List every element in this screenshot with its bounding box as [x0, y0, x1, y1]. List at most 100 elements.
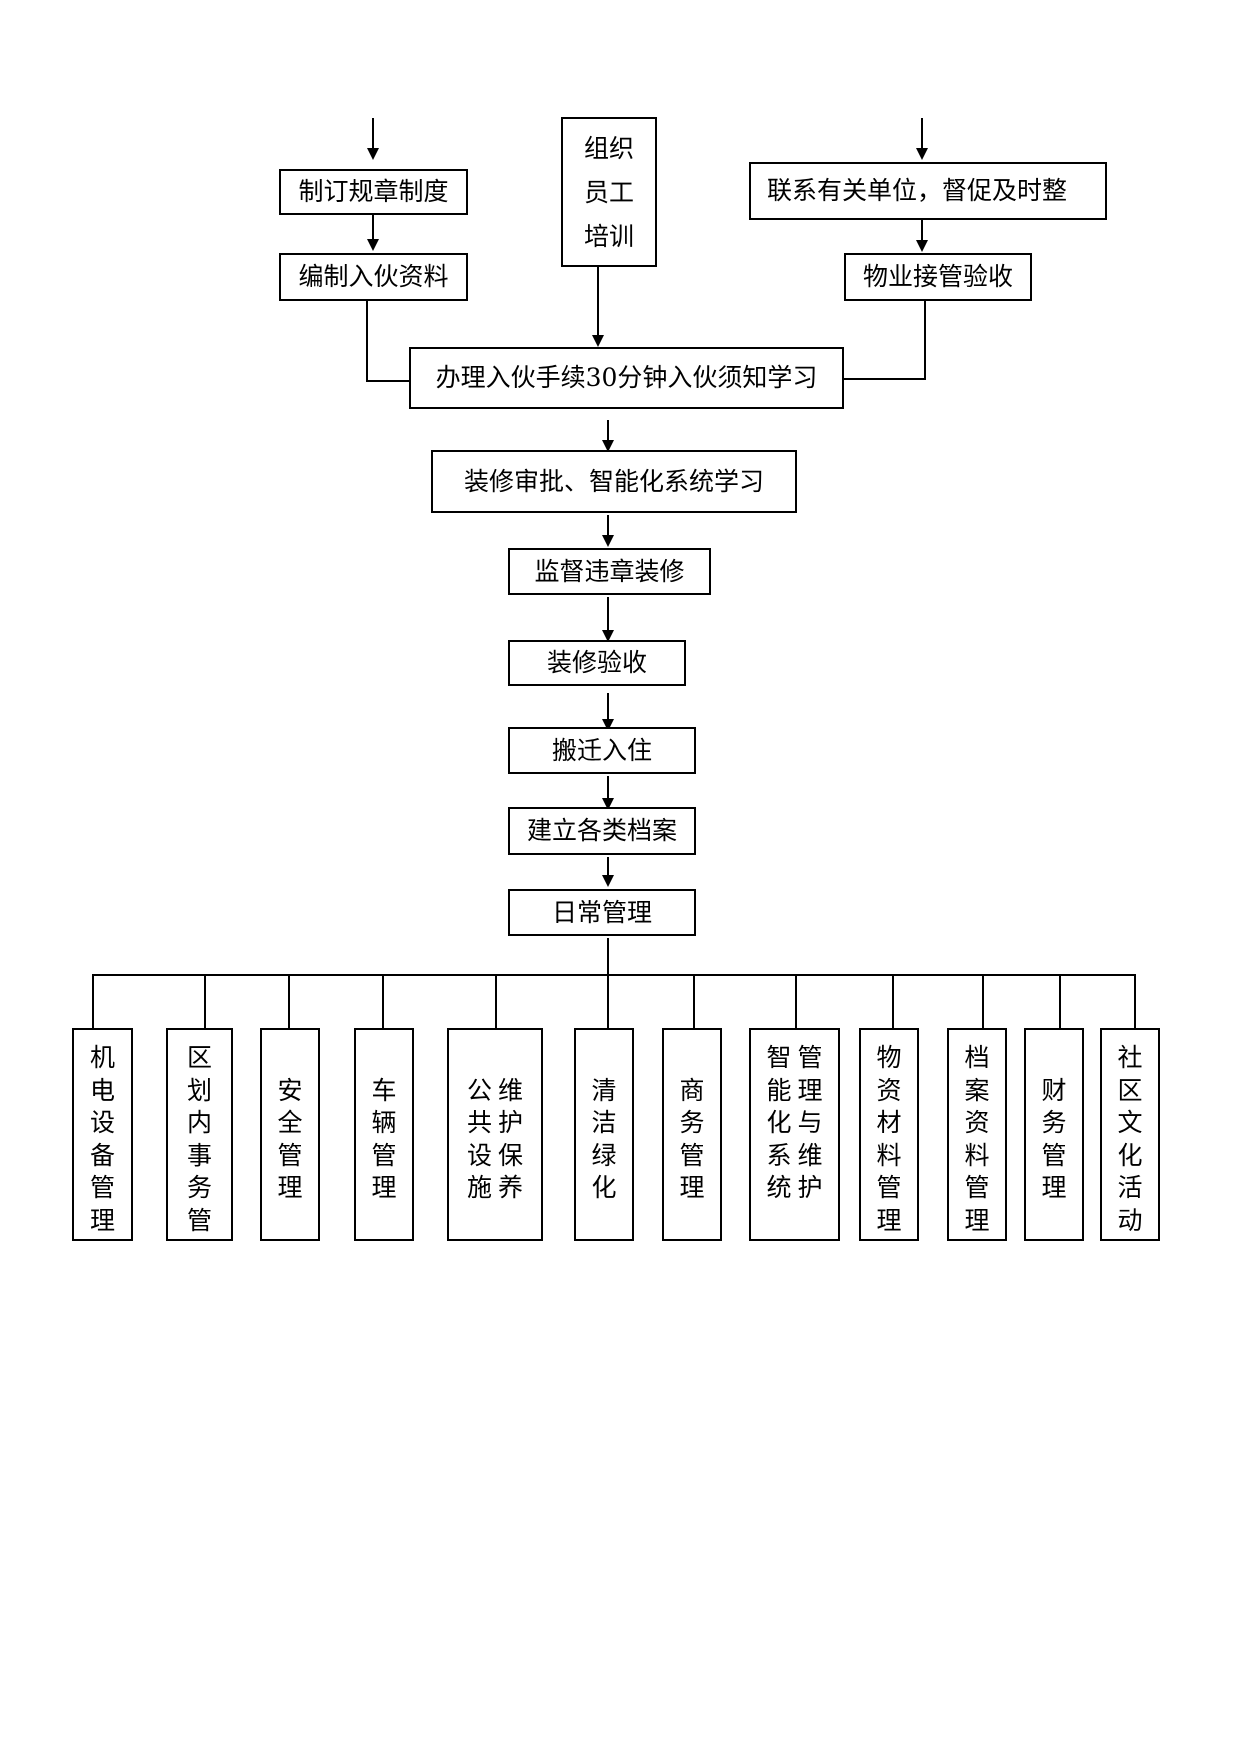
- branch-char: 社: [1117, 1043, 1143, 1072]
- branch-char: 理: [797, 1075, 823, 1105]
- arrow-head: [367, 148, 379, 160]
- connector: [607, 515, 609, 535]
- step-renovation-approval: 装修审批、智能化系统学习: [431, 450, 797, 513]
- branch-char: 理: [277, 1173, 303, 1202]
- branch-text-column: 商务管理: [679, 1042, 704, 1205]
- branch-char: 护: [498, 1108, 524, 1137]
- branch-char: 管: [1041, 1140, 1067, 1170]
- branch-char: 商: [679, 1075, 705, 1105]
- branch-char: 物: [876, 1043, 902, 1072]
- branch-char: 材: [876, 1108, 902, 1137]
- branch-char: 辆: [371, 1108, 397, 1137]
- staff-training-line: 培训: [583, 222, 634, 251]
- arrow-head: [602, 440, 614, 452]
- connector: [924, 299, 926, 379]
- branch-char: 资: [964, 1108, 990, 1137]
- branch-bus: [92, 974, 1136, 976]
- branch-char: 统: [766, 1173, 792, 1202]
- connector: [693, 974, 695, 1031]
- branch-box-district-affairs: 区划内事务管: [166, 1028, 233, 1241]
- step-build-archives: 建立各类档案: [508, 807, 696, 855]
- branch-char: 机: [89, 1043, 115, 1072]
- step-monitor-renovation: 监督违章装修: [508, 548, 711, 595]
- connector: [982, 974, 984, 1031]
- connector: [366, 380, 411, 382]
- connector: [1134, 974, 1136, 1031]
- step-move-in: 搬迁入住: [508, 727, 696, 774]
- connector: [921, 118, 923, 148]
- branch-text-column: 维护保养: [498, 1042, 523, 1205]
- arrow-head: [602, 535, 614, 547]
- branch-char: 管: [876, 1173, 902, 1202]
- branch-char: 护: [797, 1173, 823, 1202]
- step-make-regulations: 制订规章制度: [279, 169, 468, 215]
- branch-box-material: 物资材料管理: [859, 1028, 919, 1241]
- branch-text-column: 清洁绿化: [591, 1042, 616, 1205]
- branch-char: 档: [964, 1043, 990, 1072]
- branch-char: 化: [591, 1173, 617, 1202]
- branch-box-cleaning-greening: 清洁绿化: [574, 1028, 634, 1241]
- branch-char: 理: [964, 1205, 990, 1235]
- step-daily-management: 日常管理: [508, 889, 696, 936]
- branch-text-column: 物资材料管理: [876, 1042, 901, 1237]
- branch-char: 管: [89, 1173, 115, 1202]
- connector: [372, 213, 374, 239]
- branch-char: 区: [186, 1043, 212, 1072]
- connector: [607, 420, 609, 442]
- branch-char: 资: [876, 1075, 902, 1105]
- connector: [288, 974, 290, 1031]
- branch-char: 活: [1117, 1173, 1143, 1202]
- branch-char: 维: [797, 1140, 823, 1170]
- arrow-head: [916, 148, 928, 160]
- branch-char: 车: [371, 1075, 397, 1105]
- branch-text-column: 档案资料管理: [964, 1042, 989, 1237]
- connector: [607, 776, 609, 798]
- connector: [607, 857, 609, 875]
- branch-text-column: 机电设备管理: [90, 1042, 115, 1237]
- branch-char: 动: [1117, 1205, 1143, 1235]
- branch-char: 务: [186, 1173, 212, 1202]
- branch-char: 料: [876, 1140, 902, 1170]
- branch-char: 案: [964, 1075, 990, 1105]
- connector: [607, 597, 609, 631]
- branch-char: 务: [1041, 1108, 1067, 1137]
- branch-text-column: 智能化系统: [766, 1042, 791, 1205]
- step-move-in-procedures: 办理入伙手续30分钟入伙须知学习: [409, 347, 844, 409]
- branch-text-column: 社区文化活动: [1117, 1042, 1142, 1237]
- connector: [597, 266, 599, 335]
- connector: [1059, 974, 1061, 1031]
- branch-char: 理: [371, 1173, 397, 1202]
- branch-char: 理: [1041, 1173, 1067, 1202]
- connector: [366, 299, 368, 381]
- branch-char: 养: [498, 1173, 524, 1202]
- branch-box-commerce: 商务管理: [662, 1028, 722, 1241]
- branch-char: 理: [876, 1205, 902, 1235]
- branch-char: 内: [186, 1108, 212, 1137]
- staff-training-line: 员工: [583, 178, 634, 207]
- branch-text-column: 区划内事务管: [187, 1042, 212, 1237]
- branch-char: 施: [466, 1173, 492, 1202]
- connector: [204, 974, 206, 1031]
- arrow-head: [602, 875, 614, 887]
- branch-text-column: 车辆管理: [371, 1042, 396, 1205]
- connector: [495, 974, 497, 1031]
- branch-char: 管: [371, 1140, 397, 1170]
- step-contact-units: 联系有关单位，督促及时整: [749, 162, 1107, 220]
- branch-char: 公: [466, 1075, 492, 1105]
- arrow-head: [916, 240, 928, 252]
- branch-char: 划: [186, 1075, 212, 1105]
- branch-text-column: 财务管理: [1041, 1042, 1066, 1205]
- branch-char: 智: [766, 1043, 792, 1072]
- branch-char: 安: [277, 1075, 303, 1105]
- branch-char: 理: [679, 1173, 705, 1202]
- branch-char: 管: [964, 1173, 990, 1202]
- branch-char: 化: [766, 1108, 792, 1137]
- connector: [921, 218, 923, 240]
- branch-char: 能: [766, 1075, 792, 1105]
- branch-char: 管: [679, 1140, 705, 1170]
- connector: [607, 974, 609, 1031]
- step-prepare-move-in-materials: 编制入伙资料: [279, 253, 468, 301]
- branch-char: 料: [964, 1140, 990, 1170]
- branch-box-community-culture: 社区文化活动: [1100, 1028, 1160, 1241]
